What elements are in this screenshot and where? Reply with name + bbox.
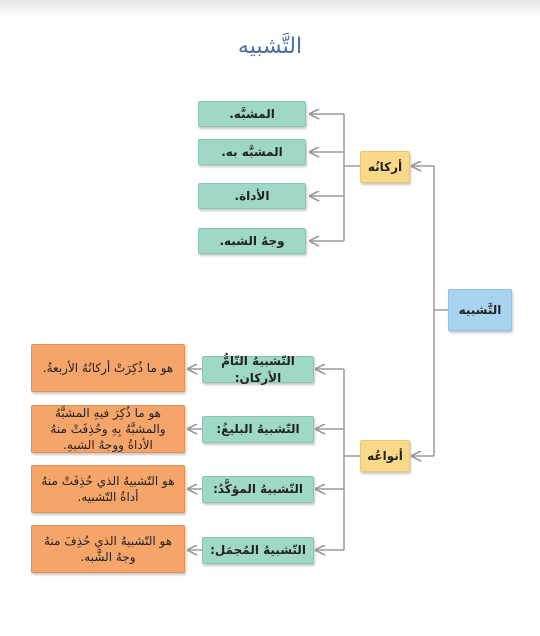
root-node: التَّشبيه [448, 289, 512, 331]
pillar-mushabbah-bih: المشبَّه به. [198, 139, 306, 165]
top-page-band [0, 0, 540, 16]
branch-arkan: أركانُه [360, 151, 410, 183]
pillar-wajh-shabah: وجهُ الشبه. [198, 228, 306, 254]
pillar-adat: الأداة. [198, 183, 306, 209]
definition-muakkad: هو التّشبيهُ الذي حُذِفَتْ منهُ أداةُ ال… [31, 465, 185, 513]
definition-mujmal: هو التّشبيهُ الذي حُذِفَ منهُ وجهُ الشَّ… [31, 525, 185, 573]
definition-baligh: هو ما ذُكِرَ فيهِ المشبَّهُ والمشبَّهُ ب… [31, 405, 185, 453]
type-baligh: التّشبيهُ البليغُ: [202, 416, 314, 443]
diagram-title: التَّشبيه [237, 34, 303, 59]
definition-tamm: هو ما ذُكِرَتْ أركانُهُ الأربعةُ. [31, 344, 185, 392]
type-tamm: التّشبيهُ التّامُّ الأركان: [202, 354, 314, 385]
type-mujmal: التّشبيهُ المُجمَل: [202, 537, 314, 564]
type-muakkad: التّشبيهُ المؤكَّدُ: [202, 476, 314, 503]
branch-anwa: أنواعُه [360, 440, 410, 472]
pillar-mushabbah: المشبَّه. [198, 101, 306, 127]
